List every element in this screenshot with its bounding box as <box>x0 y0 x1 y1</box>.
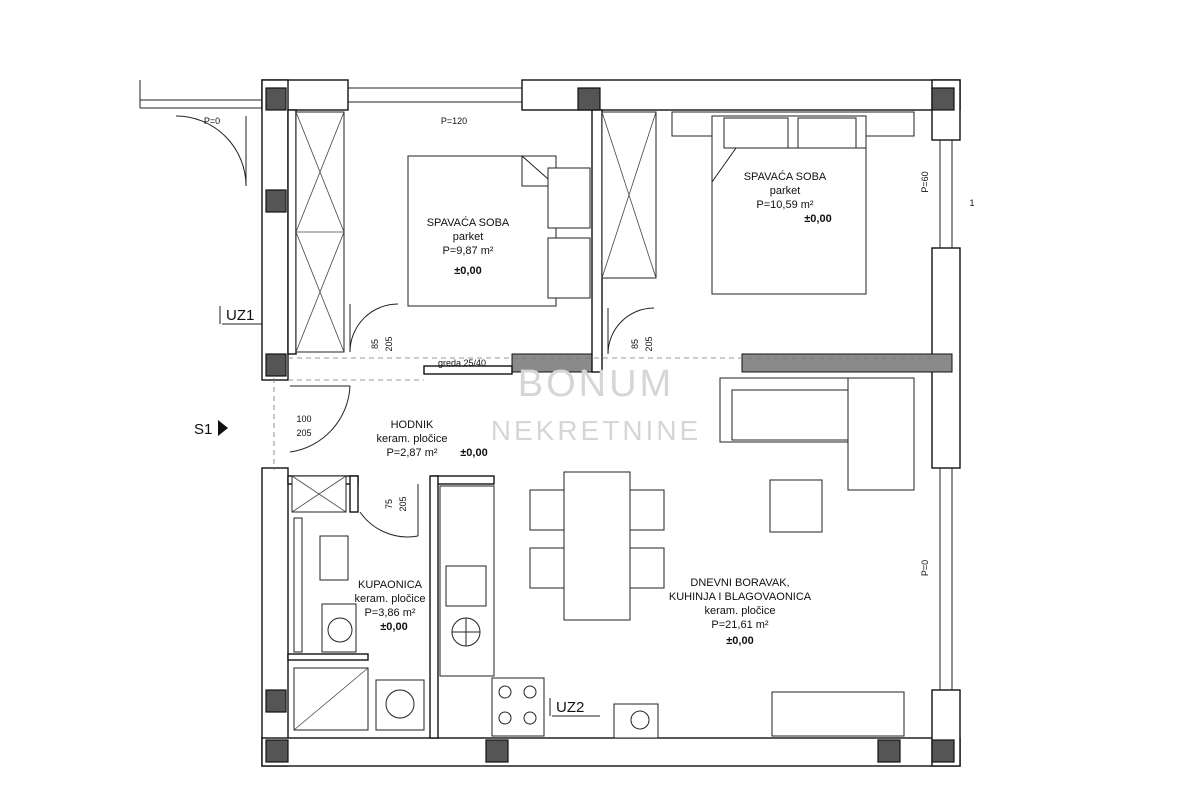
room-name: SPAVAĆA SOBA <box>427 216 510 229</box>
watermark-line2: NEKRETNINE <box>491 415 701 446</box>
door-bath-width: 75 <box>384 499 394 509</box>
parapet-top: P=120 <box>441 116 467 126</box>
wardrobes <box>291 111 657 513</box>
structural-columns <box>265 87 955 763</box>
room-area: P=2,87 m² <box>386 447 437 459</box>
room-floor: keram. pločice <box>705 605 776 617</box>
room-area: P=9,87 m² <box>442 245 493 257</box>
parapet-right-bottom: P=0 <box>920 560 930 576</box>
room-level: ±0,00 <box>460 447 487 459</box>
room-living-label: DNEVNI BORAVAK, KUHINJA I BLAGOVAONICA k… <box>669 577 812 647</box>
room-level: ±0,00 <box>380 621 407 633</box>
room-bedroom-2-label: SPAVAĆA SOBA parket P=10,59 m² ±0,00 <box>744 170 832 225</box>
beam-label: greda 25/40 <box>438 358 486 368</box>
room-name-line2: KUHINJA I BLAGOVAONICA <box>669 591 812 603</box>
s1-label: S1 <box>194 421 212 438</box>
room-name-line1: DNEVNI BORAVAK, <box>690 577 789 589</box>
room-level: ±0,00 <box>726 635 753 647</box>
uz1-label: UZ1 <box>226 307 254 324</box>
parapet-right-top: P=60 <box>920 171 930 192</box>
s1-arrow-icon <box>218 420 228 436</box>
room-area: P=10,59 m² <box>756 199 814 211</box>
door-bath-height: 205 <box>398 496 408 511</box>
room-hallway-label: HODNIK keram. pločice P=2,87 m² ±0,00 <box>377 419 488 459</box>
door-bed2-width: 85 <box>630 339 640 349</box>
door-bed1-height: 205 <box>384 336 394 351</box>
dashed-lines <box>273 357 934 470</box>
edge-mark: 1 <box>969 198 974 208</box>
uz2-label: UZ2 <box>556 699 584 716</box>
living-furniture <box>529 377 915 737</box>
room-floor: parket <box>770 185 801 197</box>
doors <box>139 80 655 538</box>
room-floor: keram. pločice <box>355 593 426 605</box>
room-level: ±0,00 <box>454 265 481 277</box>
watermark-line1: BONUM <box>518 363 674 405</box>
room-floor: keram. pločice <box>377 433 448 445</box>
section-tag-uz1: UZ1 <box>219 306 262 325</box>
kitchen-counter <box>439 485 659 739</box>
door-bed2-height: 205 <box>644 336 654 351</box>
parapet-entry: P=0 <box>204 116 220 126</box>
room-name: HODNIK <box>391 419 434 431</box>
room-name: KUPAONICA <box>358 579 423 591</box>
door-bed1-width: 85 <box>370 339 380 349</box>
room-area: P=3,86 m² <box>364 607 415 619</box>
section-tag-s1: S1 <box>194 420 228 438</box>
room-level: ±0,00 <box>804 213 831 225</box>
bathroom-fixtures <box>293 517 425 731</box>
room-name: SPAVAĆA SOBA <box>744 170 827 183</box>
interior-walls <box>287 109 953 739</box>
room-bedroom-1-label: SPAVAĆA SOBA parket P=9,87 m² ±0,00 <box>427 216 510 277</box>
beds <box>407 111 915 307</box>
room-bathroom-label: KUPAONICA keram. pločice P=3,86 m² ±0,00 <box>355 579 426 633</box>
room-area: P=21,61 m² <box>711 619 769 631</box>
door-entry-height: 205 <box>296 428 311 438</box>
section-tag-uz2: UZ2 <box>549 698 600 717</box>
room-floor: parket <box>453 231 484 243</box>
door-entry-width: 100 <box>296 414 311 424</box>
